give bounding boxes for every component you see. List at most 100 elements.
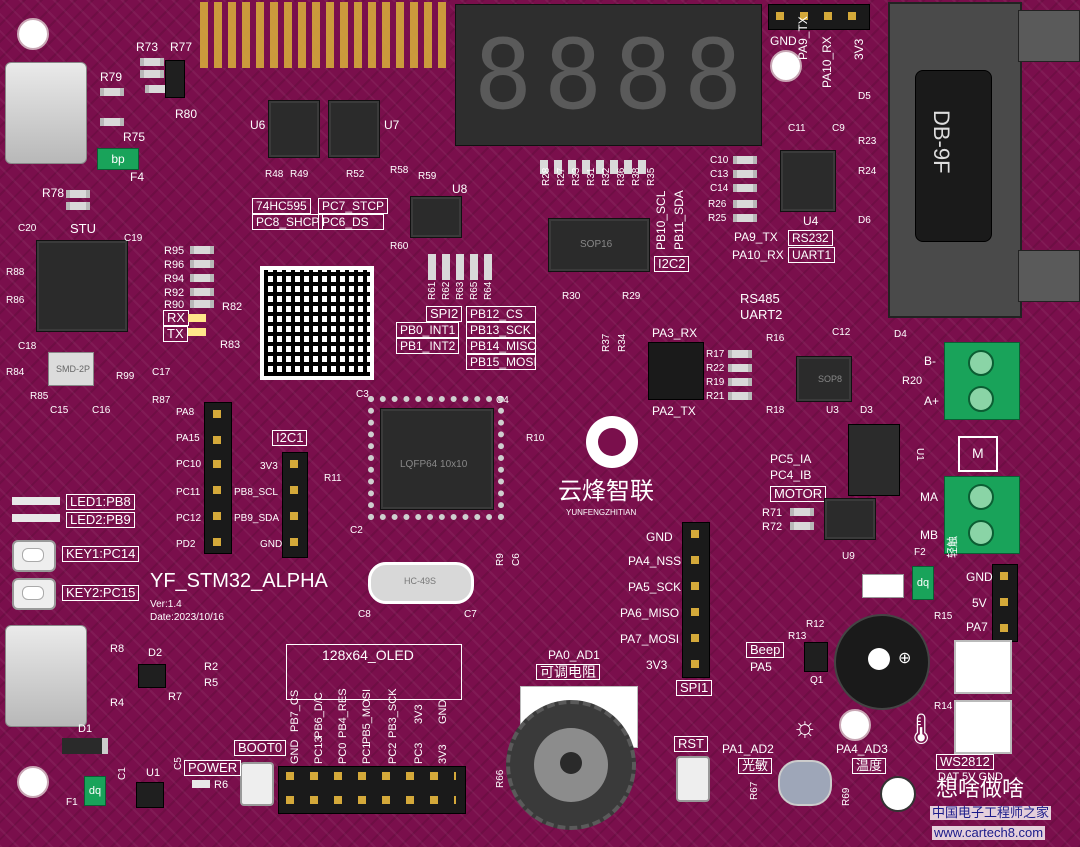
r8-label: R8: [110, 643, 125, 655]
oled-func-label: GND: [437, 699, 449, 724]
crystal-hc49-label: HC-49S: [404, 576, 437, 586]
power-regulator-u1: [136, 782, 164, 808]
led1: [12, 497, 60, 505]
c15-label: C15: [50, 405, 69, 416]
key1-button[interactable]: [12, 540, 56, 572]
label-pc6-ds: PC6_DS: [318, 214, 384, 230]
c9-label: C9: [832, 123, 845, 134]
right-gnd-label: GND: [966, 570, 993, 584]
r60-label: R60: [390, 241, 409, 252]
oled-func-label: PB3_SCK: [387, 688, 399, 738]
rs232-transceiver-u4: [780, 150, 836, 212]
display-digit: 8: [474, 19, 532, 131]
r5-label: R5: [204, 677, 219, 689]
board-date: Date:2023/10/16: [150, 612, 224, 623]
u1-power-label: U1: [146, 767, 161, 779]
spi1-title: SPI1: [676, 680, 713, 696]
r69-label: R69: [841, 787, 852, 806]
resistor-label: R79: [100, 70, 123, 84]
r20-label: R20: [902, 375, 923, 387]
spi1-header[interactable]: [682, 522, 710, 678]
display-digit: 8: [614, 19, 672, 131]
switch-component[interactable]: [862, 574, 904, 598]
c3-label: C3: [356, 389, 369, 400]
u7-label: U7: [384, 118, 400, 132]
power-label: POWER: [184, 760, 242, 776]
b-minus-label: B-: [924, 354, 936, 368]
c13-label: C13: [710, 169, 729, 180]
rx-label: RX: [163, 310, 190, 326]
r14-label: R14: [934, 701, 953, 712]
u9-label: U9: [842, 551, 855, 562]
rs232-pa10-label: PA10_RX: [732, 248, 784, 262]
display-digit: 8: [684, 19, 742, 131]
a-plus-label: A+: [924, 394, 940, 408]
f2-label: F2: [914, 547, 926, 558]
i2c2-resistor: R32: [601, 167, 612, 186]
motor-symbol: [958, 436, 998, 472]
q1-label: Q1: [810, 675, 824, 686]
c1-label: C1: [117, 767, 128, 780]
oled-frame: [286, 644, 462, 700]
label-74hc595: 74HC595: [252, 198, 311, 214]
mcu-label: LQFP64 10x10: [400, 459, 468, 470]
power-led: [192, 780, 210, 788]
motor-title: MOTOR: [770, 486, 827, 502]
r19-label: R19: [706, 377, 725, 388]
key2-button[interactable]: [12, 578, 56, 610]
reset-button[interactable]: [676, 756, 710, 802]
resistor-array-i2c2: [540, 160, 652, 174]
r58-label: R58: [390, 165, 409, 176]
watermark-url: www.cartech8.com: [932, 825, 1046, 840]
boot0-button[interactable]: [240, 762, 274, 806]
uart-label-gnd: GND: [770, 34, 797, 48]
usb-connector-bottom[interactable]: [5, 625, 87, 727]
r16-label: R16: [766, 333, 785, 344]
u8-label: U8: [452, 182, 468, 196]
r2-label: R2: [204, 661, 219, 673]
i2c2-resistor: R38: [631, 167, 642, 186]
spi2-resistor: R63: [455, 281, 466, 300]
rx-led: [188, 314, 206, 322]
pb10-scl-label: PB10_SCL: [654, 190, 668, 250]
rs485-title: RS485: [740, 291, 780, 306]
r71-label: R71: [762, 507, 783, 519]
mounting-hole-top-right: [770, 50, 802, 82]
db9-shell: [915, 70, 992, 242]
usb-connector-top[interactable]: [5, 62, 87, 164]
u4-label: U4: [803, 214, 819, 228]
tx-label: TX: [163, 326, 188, 342]
tx-led: [188, 328, 206, 336]
brand-subtitle: YUNFENGZHITIAN: [566, 508, 637, 517]
u6-label: U6: [250, 118, 266, 132]
i2c2-resistor: R28: [541, 167, 552, 186]
boot0-label: BOOT0: [234, 740, 287, 756]
r85-label: R85: [30, 391, 49, 402]
led2: [12, 514, 60, 522]
fuse-f1: dq: [84, 776, 106, 806]
r66-label: R66: [495, 769, 506, 788]
oled-pin-label: PC3: [413, 742, 425, 764]
r17-label: R17: [706, 349, 725, 360]
transistor-q1: [804, 642, 828, 672]
beep-pa5-label: PA5: [750, 660, 772, 674]
u3-label: U3: [826, 405, 839, 416]
d5-label: D5: [858, 91, 871, 102]
c12-label: C12: [832, 327, 851, 338]
c18-label: C18: [18, 341, 37, 352]
photoresistor: [778, 760, 832, 806]
ma-label: MA: [920, 490, 938, 504]
r18-label: R18: [766, 405, 785, 416]
rs485-header[interactable]: [648, 342, 704, 400]
diode-d1: [62, 738, 108, 754]
r83-label: R83: [220, 339, 241, 351]
i2c2-resistor: R36: [616, 167, 627, 186]
r15-label: R15: [934, 611, 953, 622]
c20-label: C20: [18, 223, 37, 234]
gpio-header-left[interactable]: [204, 402, 232, 554]
pb15-mosi-label: PB15_MOSI: [466, 354, 537, 370]
resistor-label: R78: [42, 186, 65, 200]
r11-label: R11: [324, 473, 342, 484]
sop16-label: SOP16: [580, 239, 613, 250]
r88-label: R88: [6, 267, 25, 278]
